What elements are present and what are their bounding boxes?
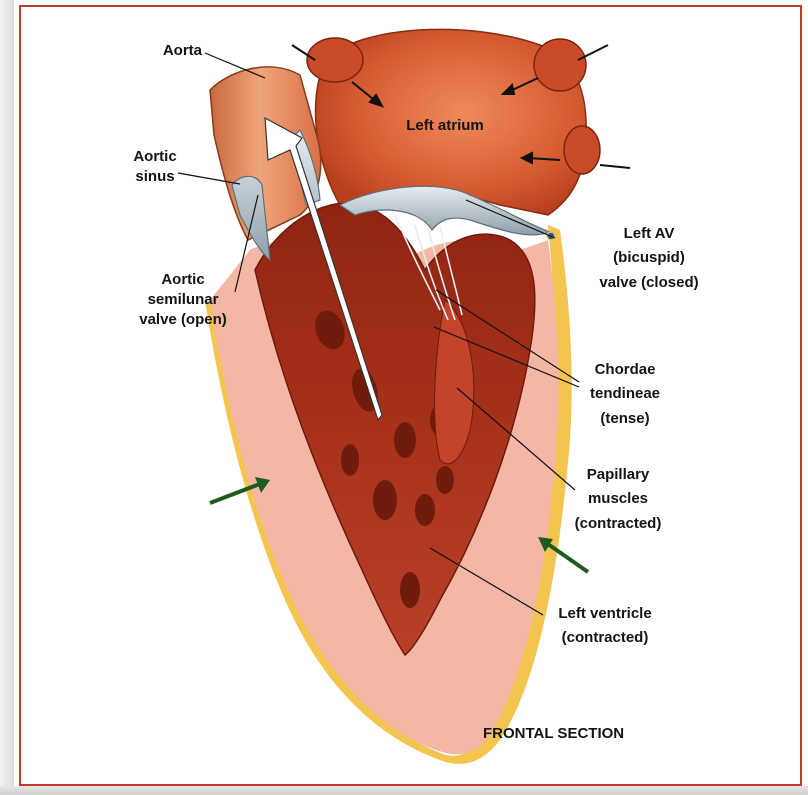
label-aortic-valve-line1: Aortic	[138, 270, 228, 290]
label-left-av-line2: (bicuspid)	[588, 248, 710, 268]
label-aortic-sinus-line1: Aortic	[118, 147, 192, 167]
label-aortic-valve-line2: semilunar	[138, 290, 228, 310]
label-papillary-line3: (contracted)	[558, 514, 678, 534]
label-frontal-section: FRONTAL SECTION	[483, 724, 653, 744]
label-left-av-line3: valve (closed)	[588, 273, 710, 293]
label-chordae-line1: Chordae	[575, 360, 675, 380]
label-left-ventricle-line2: (contracted)	[540, 628, 670, 648]
label-left-av-line1: Left AV	[588, 224, 710, 244]
label-aortic-sinus-line2: sinus	[118, 167, 192, 187]
label-left-ventricle-line1: Left ventricle	[540, 604, 670, 624]
pulmonary-vein-upper-left	[307, 38, 363, 82]
label-chordae-line3: (tense)	[575, 409, 675, 429]
label-papillary-line2: muscles	[558, 489, 678, 509]
label-aortic-valve-line3: valve (open)	[138, 310, 228, 330]
label-aorta: Aorta	[138, 41, 202, 61]
label-chordae-line2: tendineae	[575, 384, 675, 404]
pulmonary-vein-lower-right	[564, 126, 600, 174]
pulmonary-vein-upper-right	[534, 39, 586, 91]
label-left-atrium: Left atrium	[395, 116, 495, 136]
label-papillary-line1: Papillary	[558, 465, 678, 485]
